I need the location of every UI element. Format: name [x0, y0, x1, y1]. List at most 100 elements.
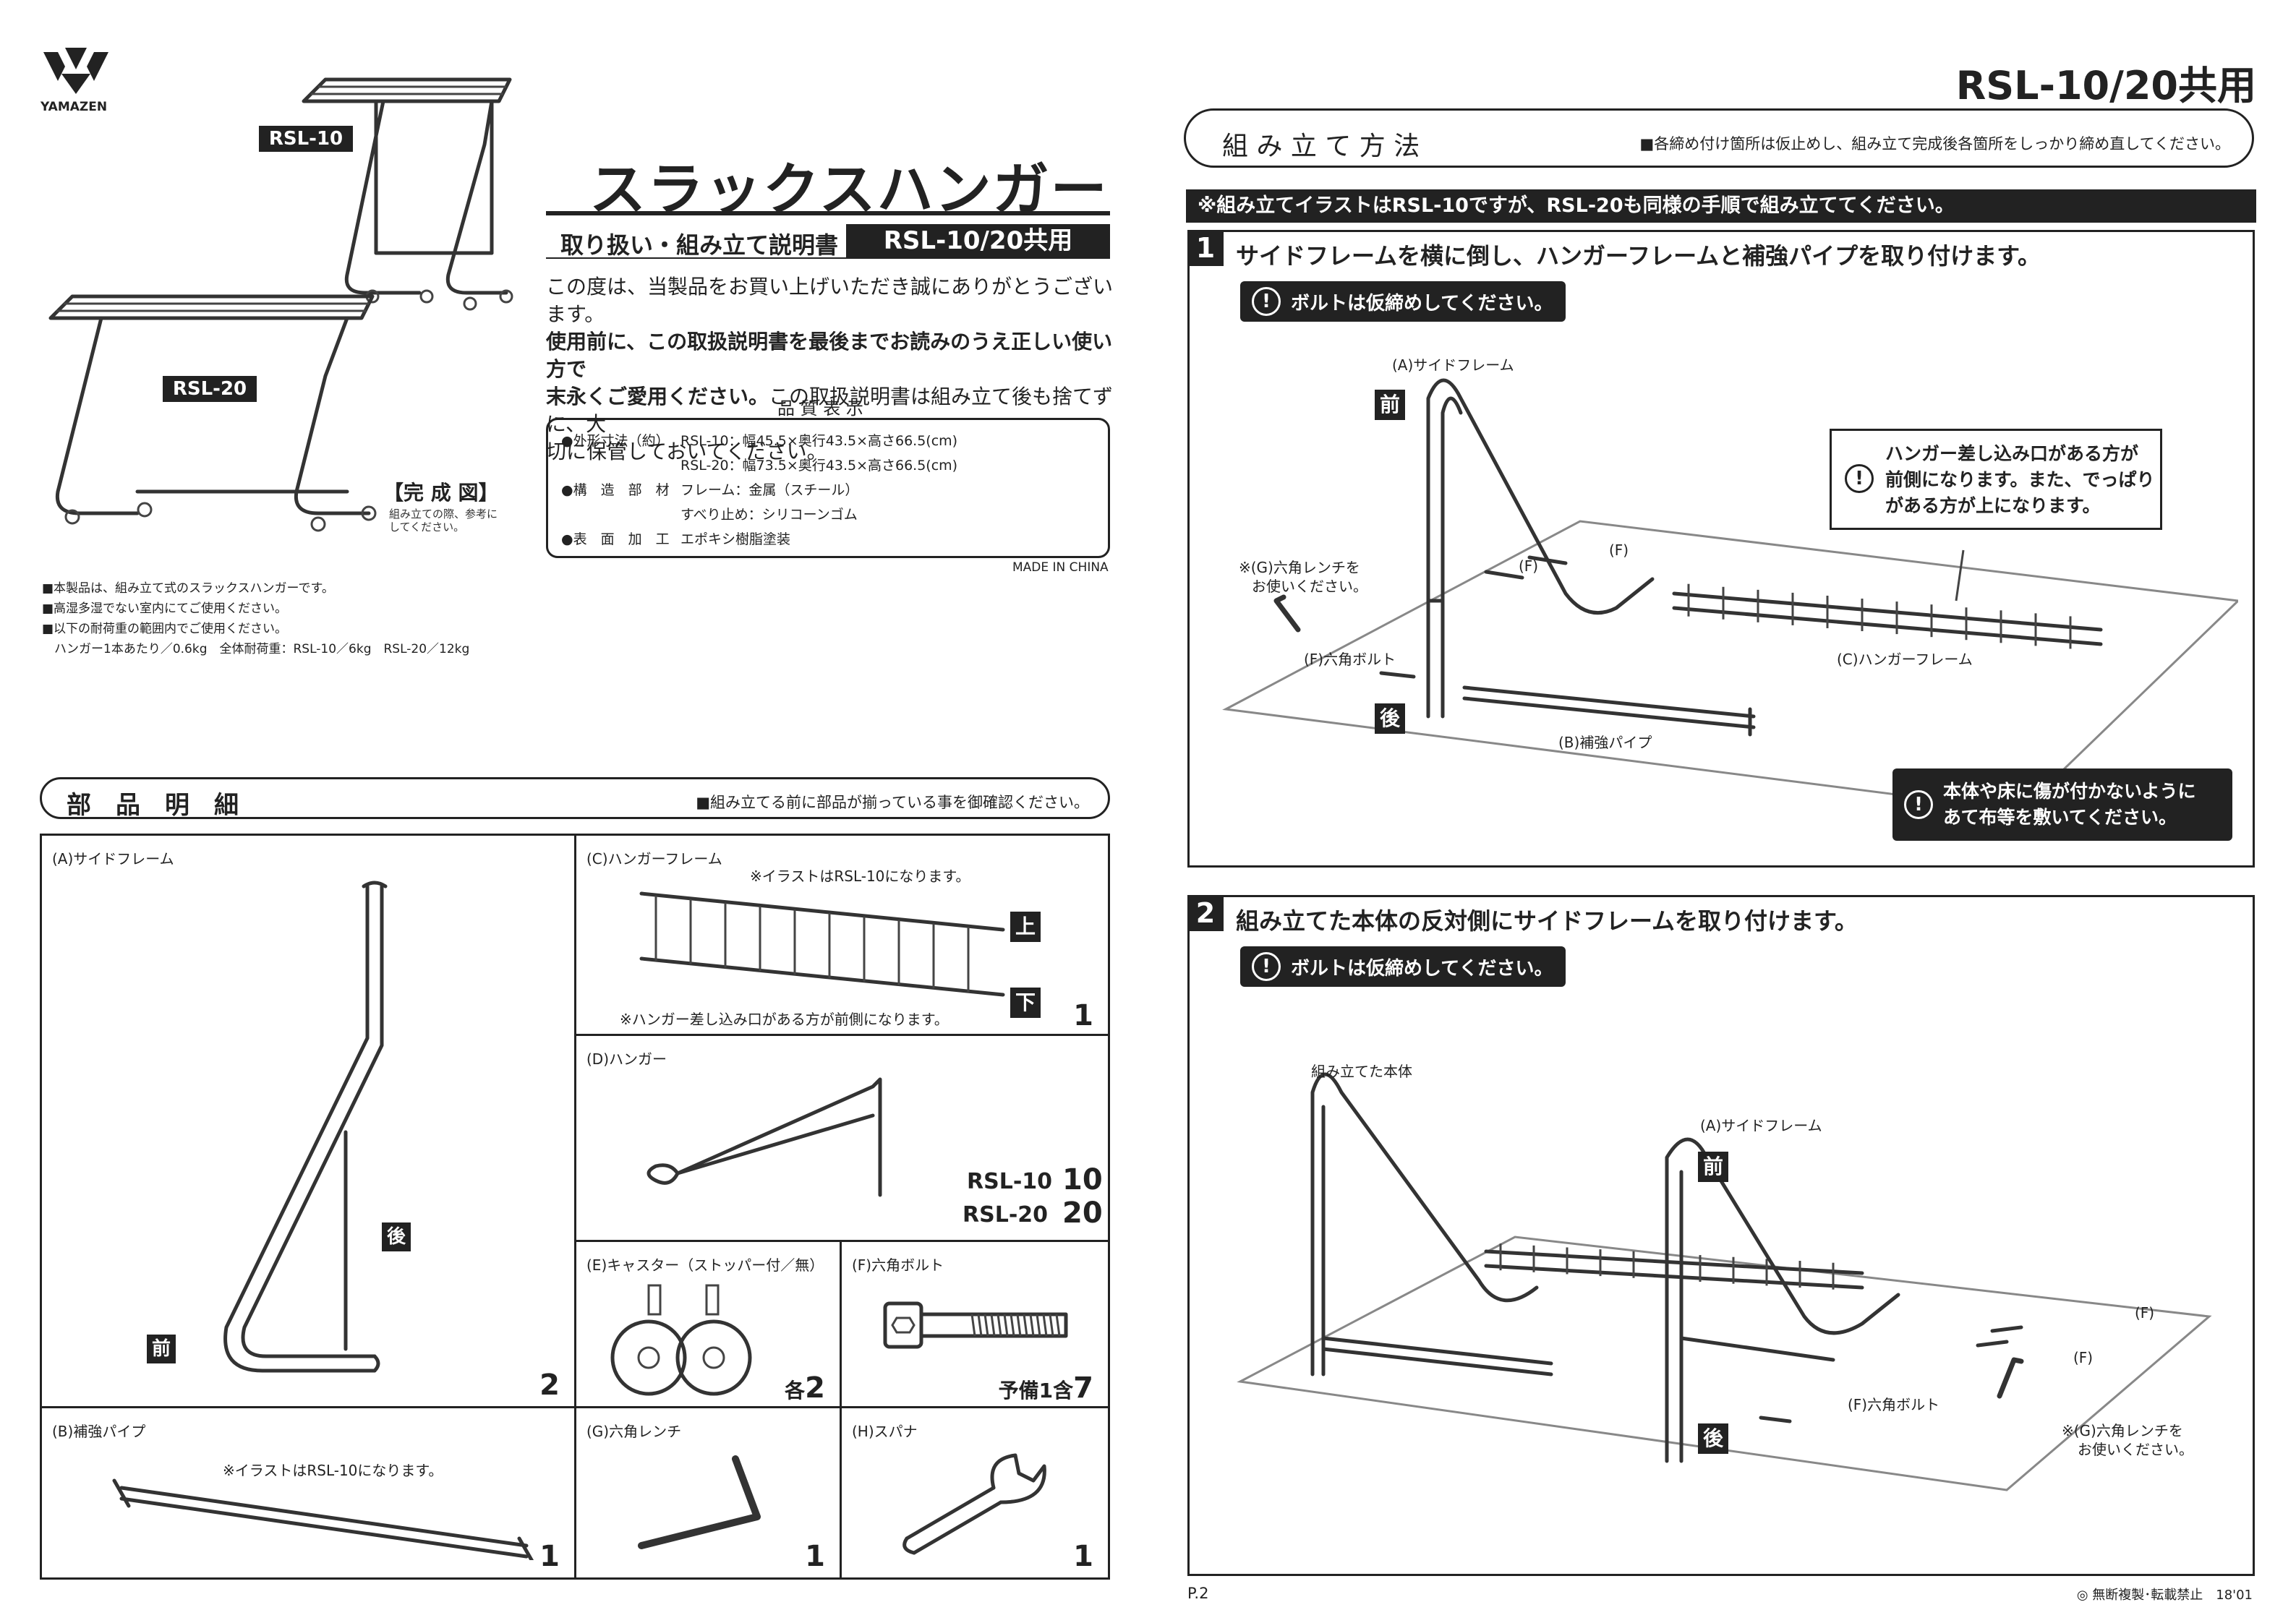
bolt-thread: [1016, 1314, 1022, 1337]
bolt-thread: [1003, 1314, 1009, 1337]
intro-line-4: 切に保管しておいてください。: [546, 440, 827, 463]
part-hanger-frame: (C)ハンガーフレーム ※イラストはRSL-10になります。 上 下 ※ハンガー…: [574, 834, 1110, 1036]
s1-callout: ! ハンガー差し込み口がある方が 前側になります。また、でっぱり がある方が上に…: [1830, 429, 2162, 530]
s2-assembled: 組み立てた本体: [1311, 1063, 1412, 1080]
part-bolt: (F)六角ボルト 予備1含7: [840, 1240, 1110, 1408]
part-bolt-label: (F)六角ボルト: [852, 1256, 944, 1274]
spanner-drawing: [902, 1453, 1046, 1555]
s1-callout-1: ハンガー差し込み口がある方が: [1885, 443, 2139, 464]
bolt-thread: [997, 1314, 1002, 1337]
bolt-thread: [1023, 1314, 1028, 1337]
page-number: P.2: [1187, 1585, 1209, 1602]
bolt-drawing: [883, 1301, 1068, 1349]
yamazen-logo-icon: [43, 48, 108, 94]
intro-text: この度は、当製品をお買い上げいただき誠にありがとうございます。 使用前に、この取…: [546, 273, 1124, 466]
s1-hanger-frame: (C)ハンガーフレーム: [1837, 651, 1973, 668]
quality-row: RSL-20：幅73.5×奥行43.5×高さ66.5(cm): [561, 453, 1095, 478]
warning-icon: !: [1252, 952, 1281, 981]
made-in: MADE IN CHINA: [1012, 560, 1109, 575]
quality-row-label: [561, 502, 680, 527]
part-wrench: (G)六角レンチ 1: [574, 1406, 842, 1580]
s2-side-frame: (A)サイドフレーム: [1700, 1117, 1822, 1134]
part-spanner-label: (H)スパナ: [852, 1423, 918, 1440]
s2-bolt: (F)六角ボルト: [1848, 1396, 1940, 1413]
product-subtitle: 取り扱い・組み立て説明書: [560, 231, 839, 259]
caster-drawing: [610, 1284, 752, 1396]
part-hanger-frame-note: ※イラストはRSL-10になります。: [750, 868, 970, 885]
note-item: ■以下の耐荷重の範囲内でご使用ください。: [42, 622, 288, 636]
side-frame-qty: 2: [539, 1369, 560, 1402]
rsl20-rack-drawing: [48, 294, 377, 532]
bolt-thread: [1042, 1314, 1048, 1337]
s2-f1: (F): [2135, 1304, 2155, 1322]
step2-drawing: [1237, 1072, 2212, 1491]
note-item: ■本製品は、組み立て式のスラックスハンガーです。: [42, 581, 334, 596]
spanner-qty: 1: [1073, 1540, 1093, 1573]
s2-wrench-1: ※(G)六角レンチを: [2062, 1422, 2183, 1439]
bolt-thread: [1055, 1314, 1061, 1337]
header-model-title: RSL-10/20共用: [1955, 63, 2256, 108]
hanger-frame-bottom: 下: [1010, 988, 1041, 1018]
s2-back: 後: [1698, 1423, 1728, 1454]
step2-box: 2 組み立てた本体の反対側にサイドフレームを取り付けます。 ! ボルトは仮締めし…: [1187, 895, 2255, 1576]
rsl20-label: RSL-20: [163, 376, 257, 402]
s2-front: 前: [1698, 1152, 1728, 1182]
warning-icon: !: [1252, 287, 1281, 316]
copyright: ◎ 無断複製･転載禁止 18'01: [2076, 1588, 2253, 1603]
quality-row: ●外形寸法（約）RSL-10：幅45.5×奥行43.5×高さ66.5(cm): [561, 429, 1095, 453]
hanger-rsl10: RSL-10: [967, 1169, 1053, 1194]
bolt-thread: [977, 1314, 983, 1337]
quality-row-value: すべり止め：シリコーンゴム: [680, 507, 858, 523]
side-frame-back: 後: [382, 1222, 411, 1251]
complete-note-2: してください。: [389, 521, 465, 534]
floor-warning-icon: !: [1904, 790, 1933, 819]
part-hanger-frame-label: (C)ハンガーフレーム: [586, 850, 722, 868]
step2-warning-text: ボルトは仮締めしてください。: [1291, 957, 1553, 980]
bolt-thread: [983, 1314, 989, 1337]
step1-box: 1 サイドフレームを横に倒し、ハンガーフレームと補強パイプを取り付けます。 ! …: [1187, 230, 2255, 868]
quality-row: すべり止め：シリコーンゴム: [561, 502, 1095, 527]
intro-line-3a: 末永くご愛用ください。: [546, 385, 769, 408]
hanger-drawing: [646, 1077, 882, 1197]
bolt-thread: [1029, 1314, 1035, 1337]
hanger-frame-bottom-note: ※ハンガー差し込み口がある方が前側になります。: [620, 1011, 949, 1028]
s1-floor-2: あて布等を敷いてください。: [1943, 807, 2177, 828]
part-hanger-label: (D)ハンガー: [586, 1050, 667, 1068]
pipe-qty: 1: [539, 1540, 560, 1573]
rsl10-rack-drawing: [302, 77, 513, 311]
title-rule: [546, 211, 1110, 215]
hanger-frame-drawing: [639, 891, 1005, 997]
caster-qty: 各2: [785, 1371, 825, 1405]
yamazen-logo: YAMAZEN: [36, 45, 116, 124]
assembly-banner: ※組み立てイラストはRSL-10ですが、RSL-20も同様の手順で組み立ててくだ…: [1186, 189, 2256, 223]
bolt-qty: 予備1含7: [998, 1371, 1093, 1405]
bolt-thread: [970, 1314, 976, 1337]
part-pipe-label: (B)補強パイプ: [52, 1423, 146, 1440]
callout-warning-icon: !: [1845, 464, 1874, 493]
part-caster: (E)キャスター（ストッパー付／無） 各2: [574, 1240, 842, 1408]
step1-number: 1: [1187, 230, 1224, 266]
hanger-qty10: 10: [1062, 1163, 1103, 1196]
quality-row-value: RSL-20：幅73.5×奥行43.5×高さ66.5(cm): [680, 458, 958, 474]
s2-f2: (F): [2073, 1349, 2094, 1366]
quality-row-value: フレーム：金属（スチール）: [680, 482, 859, 498]
part-pipe-note: ※イラストはRSL-10になります。: [223, 1462, 443, 1479]
quality-box: ●外形寸法（約）RSL-10：幅45.5×奥行43.5×高さ66.5(cm) RS…: [546, 418, 1110, 558]
quality-heading: 品 質 表 示: [777, 398, 863, 419]
assembly-heading: 組 み 立 て 方 法: [1222, 132, 1420, 161]
hanger-rsl20: RSL-20: [963, 1202, 1049, 1228]
part-hanger: (D)ハンガー RSL-10 10 RSL-20 20: [574, 1034, 1110, 1242]
hanger-qty20: 20: [1062, 1196, 1103, 1230]
notes-list: ■本製品は、組み立て式のスラックスハンガーです。 ■高湿多湿でない室内にてご使用…: [42, 578, 469, 659]
wrench-drawing: [638, 1455, 761, 1549]
s1-bolt: (F)六角ボルト: [1304, 651, 1396, 668]
quality-row-value: エポキシ樹脂塗装: [680, 531, 791, 547]
step1-drawing: [1222, 378, 2238, 812]
bolt-thread: [1049, 1314, 1054, 1337]
hanger-frame-top: 上: [1010, 912, 1041, 942]
part-side-frame: (A)サイドフレーム 後 前 2: [40, 834, 576, 1408]
model-badge: RSL-10/20共用: [846, 224, 1110, 257]
s1-f2: (F): [1609, 541, 1629, 559]
parts-heading: 部 品 明 細: [67, 791, 239, 820]
quality-row-label: [561, 453, 680, 478]
